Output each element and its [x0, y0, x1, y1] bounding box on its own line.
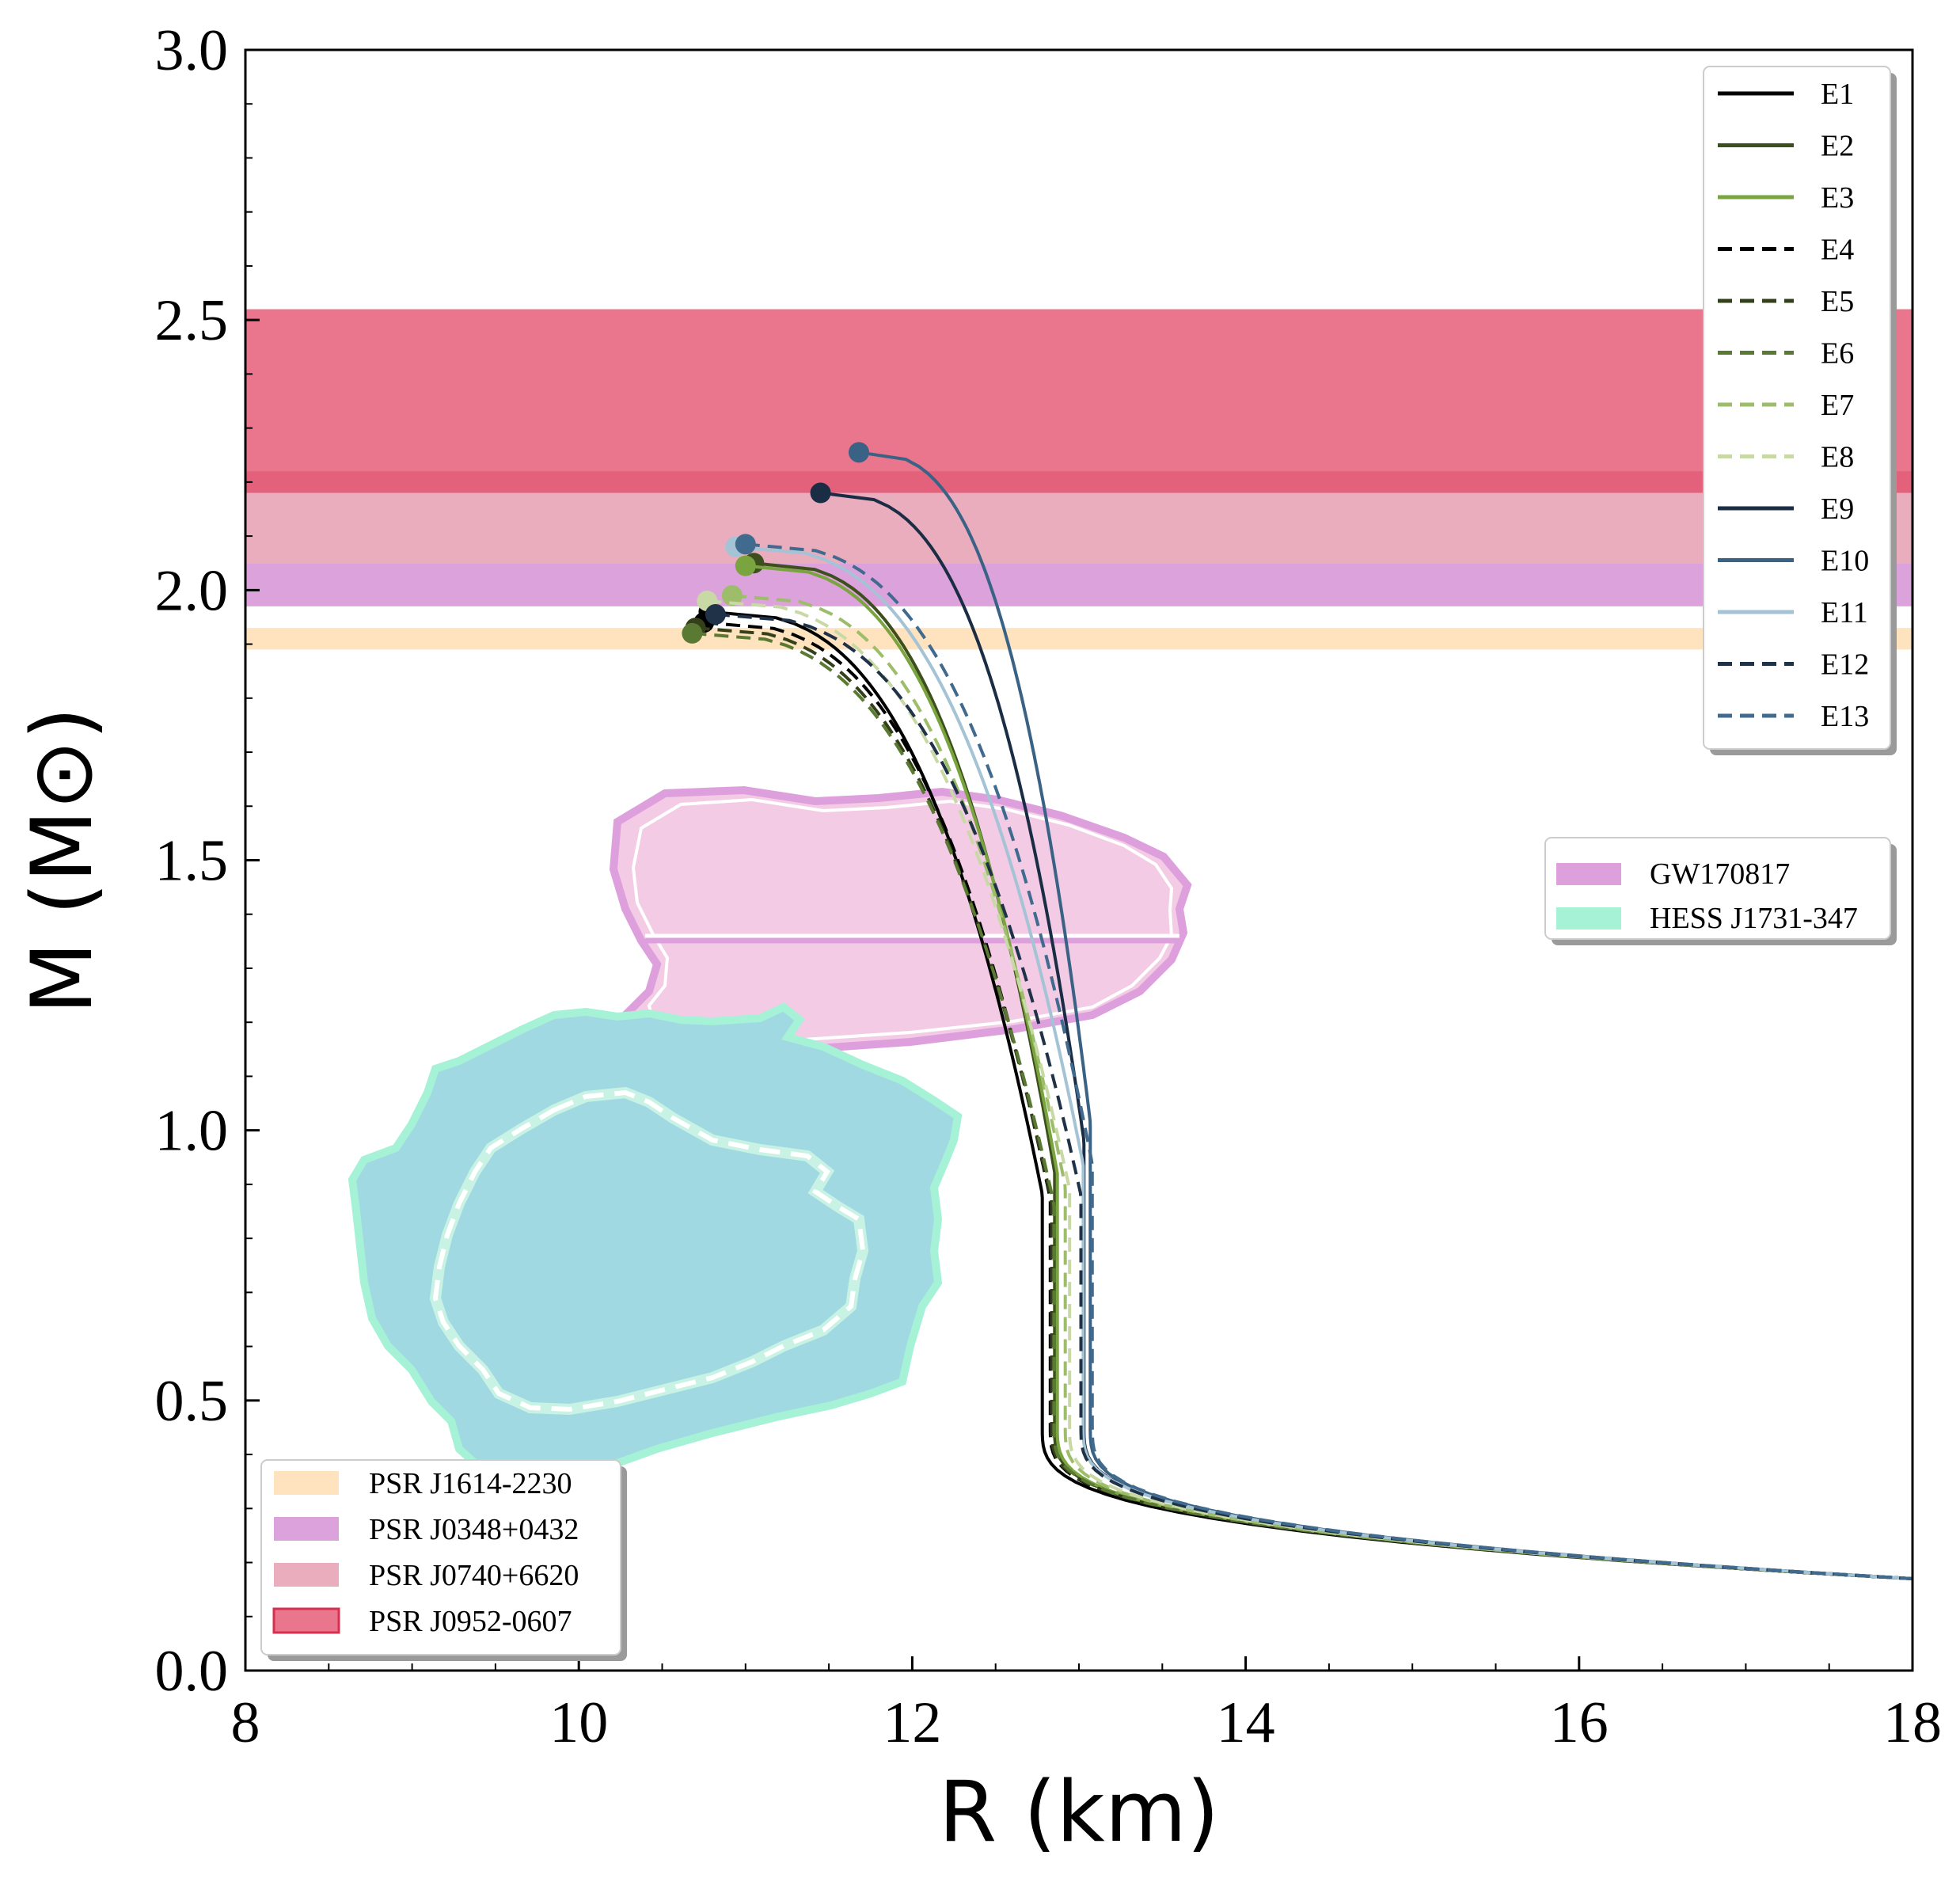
hess-inner-contour-dash	[432, 1089, 866, 1412]
y-axis-title: M (M⊙)	[13, 707, 111, 1014]
gw170817-outer-contour	[609, 785, 1192, 1058]
legend-label-e12: E12	[1821, 648, 1869, 682]
eos-legend-box	[1703, 66, 1891, 750]
legend-label-e8: E8	[1821, 441, 1854, 474]
legend-label-e6: E6	[1821, 337, 1854, 371]
legend-label-e5: E5	[1821, 285, 1854, 318]
curve-e8	[707, 599, 1913, 1580]
pulsar-label-2: PSR J0740+6620	[369, 1559, 579, 1592]
curve-e6	[692, 631, 1913, 1580]
max-mass-point-e9	[810, 482, 831, 504]
observation-regions	[348, 785, 1192, 1471]
mass-band-0	[245, 628, 1913, 650]
x-axis-title: R (km)	[939, 1763, 1220, 1861]
pulsar-label-0: PSR J1614-2230	[369, 1467, 572, 1500]
curve-e11	[735, 545, 1913, 1580]
x-tick-label: 18	[1883, 1690, 1942, 1755]
y-tick-label: 0.0	[155, 1639, 229, 1704]
hess-outer-contour	[348, 1002, 963, 1471]
legend-label-e1: E1	[1821, 78, 1854, 111]
legend-label-e2: E2	[1821, 130, 1854, 163]
region-legend-box	[1544, 837, 1891, 940]
pulsar-swatch-0	[274, 1471, 339, 1495]
curve-e10	[858, 450, 1913, 1580]
max-mass-point-e13	[735, 534, 756, 555]
curve-e13	[745, 542, 1913, 1580]
x-tick-label: 16	[1550, 1690, 1609, 1755]
region-label-1: HESS J1731-347	[1650, 902, 1858, 935]
curve-e3	[745, 564, 1913, 1580]
max-mass-point-e6	[682, 622, 703, 644]
region-swatch-0	[1556, 863, 1621, 885]
pulsar-label-1: PSR J0348+0432	[369, 1513, 579, 1546]
pulsar-swatch-2	[274, 1563, 339, 1587]
y-tick-label: 2.0	[155, 558, 229, 623]
legend-label-e7: E7	[1821, 389, 1854, 422]
mr-curves	[682, 442, 1913, 1580]
region-label-0: GW170817	[1650, 857, 1790, 891]
max-mass-point-e10	[849, 442, 870, 463]
legend-label-e11: E11	[1821, 596, 1868, 629]
legend-label-e13: E13	[1821, 700, 1869, 733]
max-mass-point-e12	[705, 604, 726, 625]
x-tick-label: 10	[549, 1690, 608, 1755]
curve-e12	[715, 613, 1913, 1580]
pulsar-swatch-1	[274, 1517, 339, 1541]
region-swatch-1	[1556, 907, 1621, 929]
mass-band-3	[245, 309, 1913, 493]
max-mass-point-e3	[735, 555, 756, 576]
y-tick-label: 2.5	[155, 288, 229, 353]
legend-label-e3: E3	[1821, 181, 1854, 215]
legend-label-e4: E4	[1821, 234, 1854, 267]
pulsar-mass-bands	[245, 309, 1913, 650]
pulsar-legend-box	[260, 1459, 621, 1656]
x-tick-label: 14	[1217, 1690, 1275, 1755]
y-tick-label: 3.0	[155, 18, 229, 83]
mass-band-1	[245, 563, 1913, 606]
legend-label-e10: E10	[1821, 545, 1869, 578]
x-tick-label: 12	[883, 1690, 941, 1755]
y-tick-label: 1.0	[155, 1099, 229, 1164]
curve-e1	[708, 610, 1913, 1580]
y-tick-label: 0.5	[155, 1369, 229, 1434]
x-tick-label: 8	[231, 1690, 260, 1755]
max-mass-point-e7	[721, 585, 743, 606]
legend-label-e9: E9	[1821, 492, 1854, 526]
pulsar-swatch-3	[272, 1607, 340, 1634]
y-tick-label: 1.5	[155, 829, 229, 894]
pulsar-label-3: PSR J0952-0607	[369, 1605, 572, 1638]
curve-e7	[731, 594, 1913, 1580]
axis-ticks: 8 10 12 14 16 18 0.0 0.5 1.0 1.5 2.0 2.5 3.0	[155, 18, 1943, 1755]
